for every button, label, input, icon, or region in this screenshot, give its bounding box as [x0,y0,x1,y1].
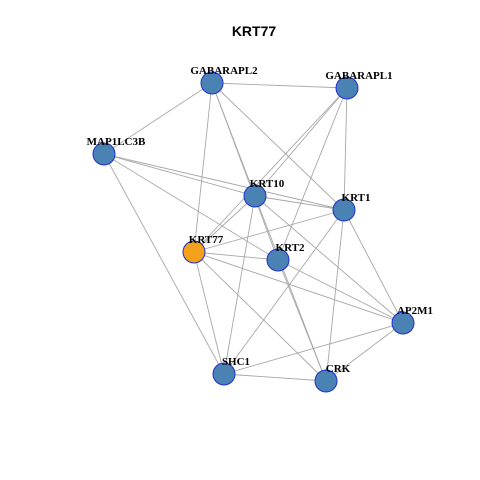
node-label: AP2M1 [397,305,433,317]
edge-gabarapl1-krt1 [343,87,348,211]
node-circle[interactable] [314,369,338,393]
node-krt10[interactable]: KRT10 [243,178,285,208]
edge-shc1-ap2m1 [223,322,404,375]
node-shc1[interactable]: SHC1 [212,356,250,386]
node-label: MAP1LC3B [87,136,146,148]
node-gabarapl2[interactable]: GABARAPL2 [190,65,258,95]
edge-gabarapl2-krt1 [211,82,345,211]
node-label: GABARAPL2 [190,65,258,77]
edge-krt10-krt77 [193,195,256,253]
node-label: KRT1 [342,192,371,204]
node-circle[interactable] [243,184,267,208]
edge-krt2-crk [277,259,327,382]
edge-krt2-ap2m1 [277,259,404,324]
edge-map1lc3b-krt2 [103,153,279,261]
node-circle[interactable] [212,362,236,386]
node-gabarapl1[interactable]: GABARAPL1 [325,70,393,100]
edge-gabarapl2-map1lc3b [103,82,213,155]
node-circle[interactable] [182,240,206,264]
node-circle[interactable] [335,76,359,100]
edge-layer [103,82,404,382]
node-krt1[interactable]: KRT1 [332,192,371,222]
edge-crk-ap2m1 [325,322,404,382]
edge-krt77-krt2 [193,251,279,261]
node-circle[interactable] [266,248,290,272]
edge-shc1-crk [223,373,327,382]
edge-map1lc3b-shc1 [103,153,225,375]
edge-krt1-ap2m1 [343,209,404,324]
edge-krt10-krt1 [254,195,345,211]
edge-krt77-shc1 [193,251,225,375]
edge-gabarapl2-krt77 [193,82,213,253]
edge-krt1-crk [325,209,345,382]
edge-krt77-ap2m1 [193,251,404,324]
edge-map1lc3b-krt10 [103,153,256,197]
edge-gabarapl1-krt77 [193,87,348,253]
node-krt2[interactable]: KRT2 [266,242,305,272]
node-label: CRK [326,363,351,375]
node-label: SHC1 [222,356,250,368]
node-circle[interactable] [391,311,415,335]
graph-title: KRT77 [232,23,277,39]
node-map1lc3b[interactable]: MAP1LC3B [87,136,146,166]
node-crk[interactable]: CRK [314,363,351,393]
edge-gabarapl2-gabarapl1 [211,82,348,89]
node-ap2m1[interactable]: AP2M1 [391,305,433,335]
node-circle[interactable] [92,142,116,166]
node-label: KRT10 [250,178,285,190]
edge-krt10-shc1 [223,195,256,375]
node-krt77[interactable]: KRT77 [182,234,224,264]
edge-map1lc3b-krt1 [103,153,345,211]
edge-krt1-krt77 [193,209,345,253]
edge-krt77-crk [193,251,327,382]
node-label: GABARAPL1 [325,70,392,82]
edge-krt10-ap2m1 [254,195,404,324]
edge-gabarapl2-krt2 [211,82,279,261]
edge-krt1-shc1 [223,209,345,375]
edge-gabarapl1-krt10 [254,87,348,197]
node-circle[interactable] [332,198,356,222]
node-label: KRT2 [276,242,305,254]
edge-gabarapl1-krt2 [277,87,348,261]
node-circle[interactable] [200,71,224,95]
node-label: KRT77 [189,234,224,246]
